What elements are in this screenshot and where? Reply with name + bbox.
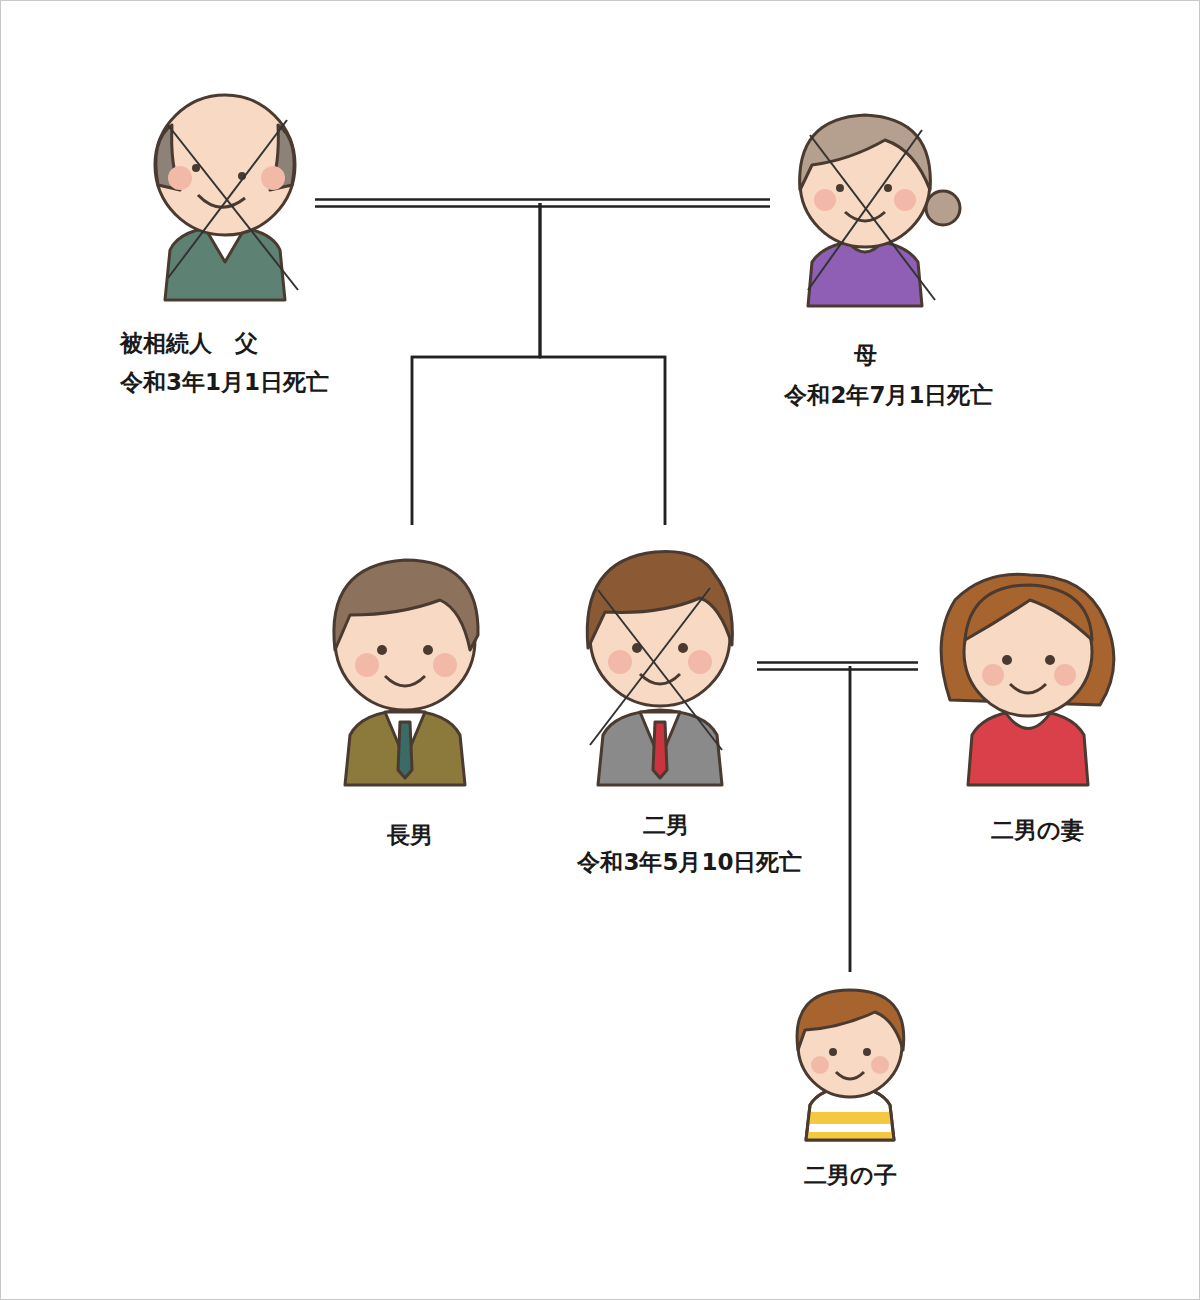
person-label: 長男: [385, 821, 435, 849]
person-second-son: 二男令和3年5月10日死亡: [573, 525, 757, 790]
marriage-stroke: [315, 198, 770, 201]
person-label: 二男: [641, 811, 691, 839]
descent-line: [850, 666, 851, 972]
death-date: 令和3年5月10日死亡: [575, 848, 804, 876]
person-label: 被相続人 父: [118, 329, 260, 357]
marriage-line: [757, 663, 918, 670]
descent-line: [540, 203, 665, 525]
marriage-stroke: [757, 661, 918, 664]
person-label: 二男の子: [802, 1161, 899, 1189]
marriage-stroke: [315, 205, 770, 208]
mother-figure: [800, 115, 960, 306]
descent-stroke: [412, 203, 540, 525]
eldest-son-figure: [334, 560, 478, 785]
father-figure: [155, 95, 298, 300]
descent-stroke: [849, 666, 852, 972]
person-father: 被相続人 父令和3年1月1日死亡: [150, 95, 315, 310]
person-label: 母: [852, 341, 879, 369]
descent-line: [850, 666, 851, 972]
marriage-line: [315, 200, 770, 207]
descent-line: [412, 203, 540, 525]
descent-line: [540, 203, 665, 525]
descent-stroke: [849, 666, 852, 972]
child-figure: [797, 990, 904, 1140]
descent-line: [412, 203, 540, 525]
death-date: 令和2年7月1日死亡: [782, 381, 995, 409]
person-wife: 二男の妻: [918, 565, 1118, 790]
death-date: 令和3年1月1日死亡: [118, 368, 331, 396]
person-mother: 母令和2年7月1日死亡: [770, 110, 965, 310]
person-label: 二男の妻: [989, 816, 1086, 844]
descent-stroke: [540, 203, 665, 525]
descent-stroke: [540, 203, 665, 525]
descent-stroke: [412, 203, 540, 525]
marriage-stroke: [757, 668, 918, 671]
wife-figure: [941, 574, 1114, 785]
second-son-figure: [587, 551, 732, 785]
person-eldest-son: 長男: [332, 525, 492, 790]
person-child: 二男の子: [790, 972, 910, 1147]
